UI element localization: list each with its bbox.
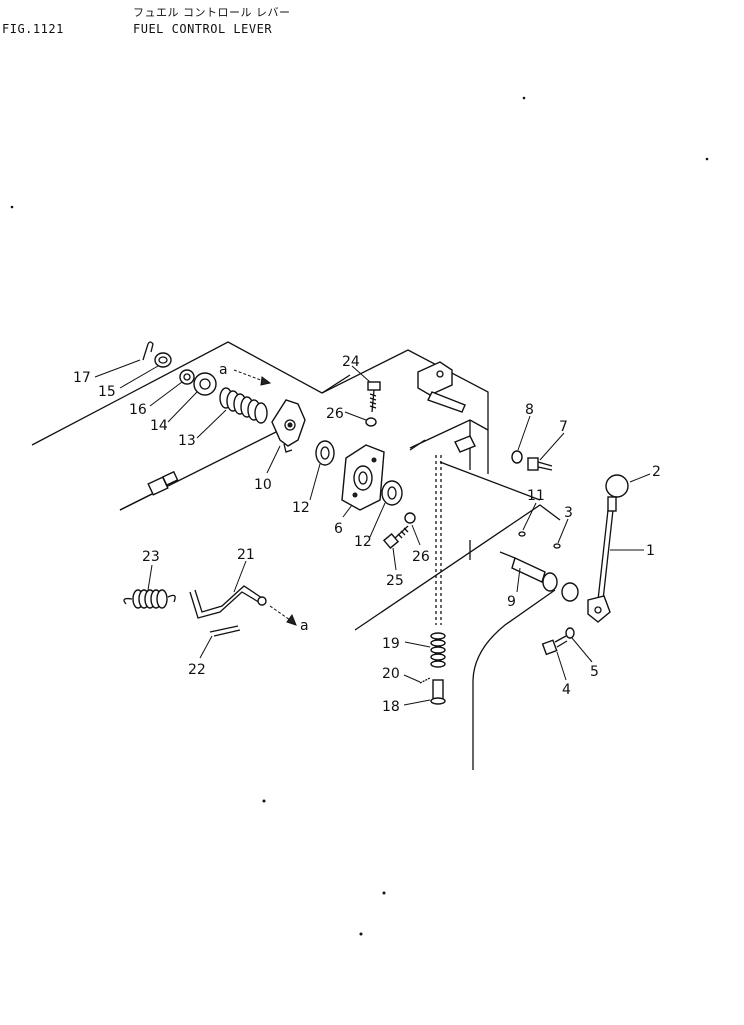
callout-15: 15 — [98, 384, 116, 400]
part-hub — [561, 582, 579, 602]
callout-22: 22 — [188, 662, 206, 678]
part-16-washer — [179, 369, 195, 385]
callout-13: 13 — [178, 433, 196, 449]
callout-24: 24 — [342, 354, 360, 370]
leader-lines — [94, 359, 651, 706]
title-english: FUEL CONTROL LEVER — [133, 22, 273, 36]
part-8-washer — [511, 450, 523, 464]
callout-12-upper: 12 — [292, 500, 310, 516]
part-14-bushing — [193, 372, 217, 396]
part-25-bolt — [382, 525, 409, 550]
part-21-rod — [189, 585, 267, 619]
part-26-washer-top — [365, 417, 377, 427]
part-11-key — [518, 531, 526, 537]
part-4-bolt — [541, 635, 568, 656]
callout-23: 23 — [142, 549, 160, 565]
title-japanese: フュエル コントロール レバー — [133, 6, 291, 19]
part-23-spring — [123, 589, 176, 609]
control-rod — [435, 455, 442, 625]
frame-outline — [31, 341, 561, 770]
part-26-washer-lower — [404, 512, 416, 524]
part-12-washer-upper — [315, 440, 335, 466]
ref-a-top: a — [219, 362, 228, 378]
callout-labels: 17 15 16 14 13 10 12 6 12 24 26 26 25 8 … — [73, 354, 661, 715]
callout-20: 20 — [382, 666, 400, 682]
reference-arrow-top: a — [219, 362, 272, 386]
callout-21: 21 — [237, 547, 255, 563]
part-6-bracket — [341, 444, 385, 511]
figure-number: FIG.1121 — [2, 22, 64, 36]
callout-10: 10 — [254, 477, 272, 493]
reference-arrow-bottom: a — [269, 605, 309, 634]
cable-end — [119, 470, 179, 511]
callout-18: 18 — [382, 699, 400, 715]
callout-2: 2 — [652, 464, 661, 480]
callout-6: 6 — [334, 521, 343, 537]
part-1-lever — [587, 509, 614, 623]
callout-5: 5 — [590, 664, 599, 680]
part-2-knob — [605, 474, 629, 512]
part-7-bolt — [527, 457, 553, 471]
callout-26-upper: 26 — [326, 406, 344, 422]
mount-block — [417, 361, 476, 453]
callout-4: 4 — [562, 682, 571, 698]
part-20-spring-pin — [419, 677, 431, 684]
part-3-ring — [553, 543, 561, 549]
callout-26-lower: 26 — [412, 549, 430, 565]
callout-12-lower: 12 — [354, 534, 372, 550]
callout-14: 14 — [150, 418, 168, 434]
part-22-clip — [209, 625, 241, 637]
part-24-bolt — [367, 381, 381, 413]
part-10-lever — [271, 399, 306, 453]
callout-8: 8 — [525, 402, 534, 418]
part-9-shaft — [499, 551, 558, 592]
callout-1: 1 — [646, 543, 655, 559]
callout-16: 16 — [129, 402, 147, 418]
part-19-spring — [430, 632, 446, 668]
callout-3: 3 — [564, 505, 573, 521]
part-18-pin — [430, 679, 446, 705]
part-12-washer-lower — [381, 480, 403, 506]
callout-9: 9 — [507, 594, 516, 610]
part-13-spring — [219, 387, 268, 424]
callout-25: 25 — [386, 573, 404, 589]
part-5-washer — [565, 627, 575, 639]
callout-11: 11 — [527, 488, 545, 504]
part-17-cotter-pin — [142, 341, 154, 361]
ref-a-bottom: a — [300, 618, 309, 634]
scan-specks — [10, 96, 709, 936]
part-15-nut — [154, 352, 172, 368]
callout-7: 7 — [559, 419, 568, 435]
callout-17: 17 — [73, 370, 91, 386]
callout-19: 19 — [382, 636, 400, 652]
